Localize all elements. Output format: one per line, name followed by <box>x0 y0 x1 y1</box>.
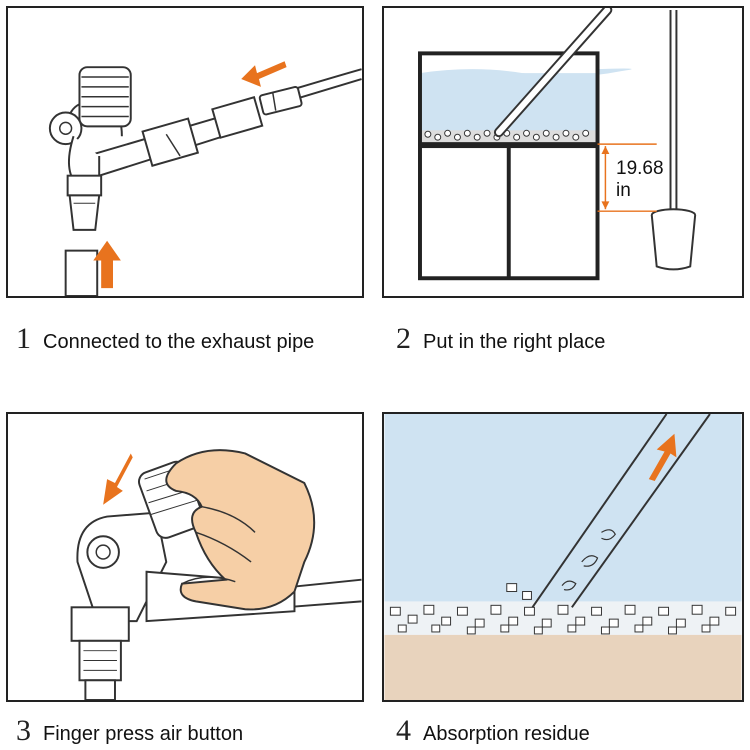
step-4-panel <box>382 412 744 702</box>
lower-pipe <box>64 249 99 296</box>
step-4-caption: 4 Absorption residue <box>396 714 590 748</box>
step-2-caption: 2 Put in the right place <box>396 322 605 356</box>
height-measurement <box>597 143 657 212</box>
step-3-illustration <box>70 449 362 700</box>
exhaust-pipe-end <box>258 86 303 116</box>
siphon-bulb <box>48 66 264 231</box>
step-1-text: Connected to the exhaust pipe <box>43 331 315 353</box>
step-4-number: 4 <box>396 714 411 747</box>
step-3-text: Finger press air button <box>43 723 244 745</box>
step-2-panel: 19.68 in <box>382 6 744 298</box>
step-3-number: 3 <box>16 714 31 747</box>
arrow-up-icon <box>93 240 121 289</box>
step-3-panel <box>6 412 364 702</box>
bucket <box>650 208 697 271</box>
height-value: 19.68 <box>616 158 664 179</box>
step-1-caption: 1 Connected to the exhaust pipe <box>16 322 314 356</box>
step-1-number: 1 <box>16 322 31 355</box>
hand <box>165 449 316 611</box>
aquarium-gravel <box>421 129 596 145</box>
siphon-tube <box>531 414 711 608</box>
step-2-text: Put in the right place <box>423 331 606 353</box>
step-1-panel <box>6 6 364 298</box>
step-4-illustration <box>384 414 742 700</box>
arrow-left-icon <box>241 61 287 87</box>
step-3-caption: 3 Finger press air button <box>16 714 243 748</box>
gravel-band <box>384 583 742 635</box>
arrow-up-right-icon <box>648 433 677 482</box>
step-2-illustration <box>418 8 697 281</box>
arrow-down-left-icon <box>103 453 133 505</box>
step-4-text: Absorption residue <box>423 723 590 745</box>
step-1-illustration <box>48 61 362 296</box>
height-unit: in <box>616 180 631 201</box>
height-value-label: 19.68 in <box>616 158 664 202</box>
siphon-tube <box>493 8 613 138</box>
aquarium-stand <box>418 144 600 281</box>
step-2-number: 2 <box>396 322 411 355</box>
